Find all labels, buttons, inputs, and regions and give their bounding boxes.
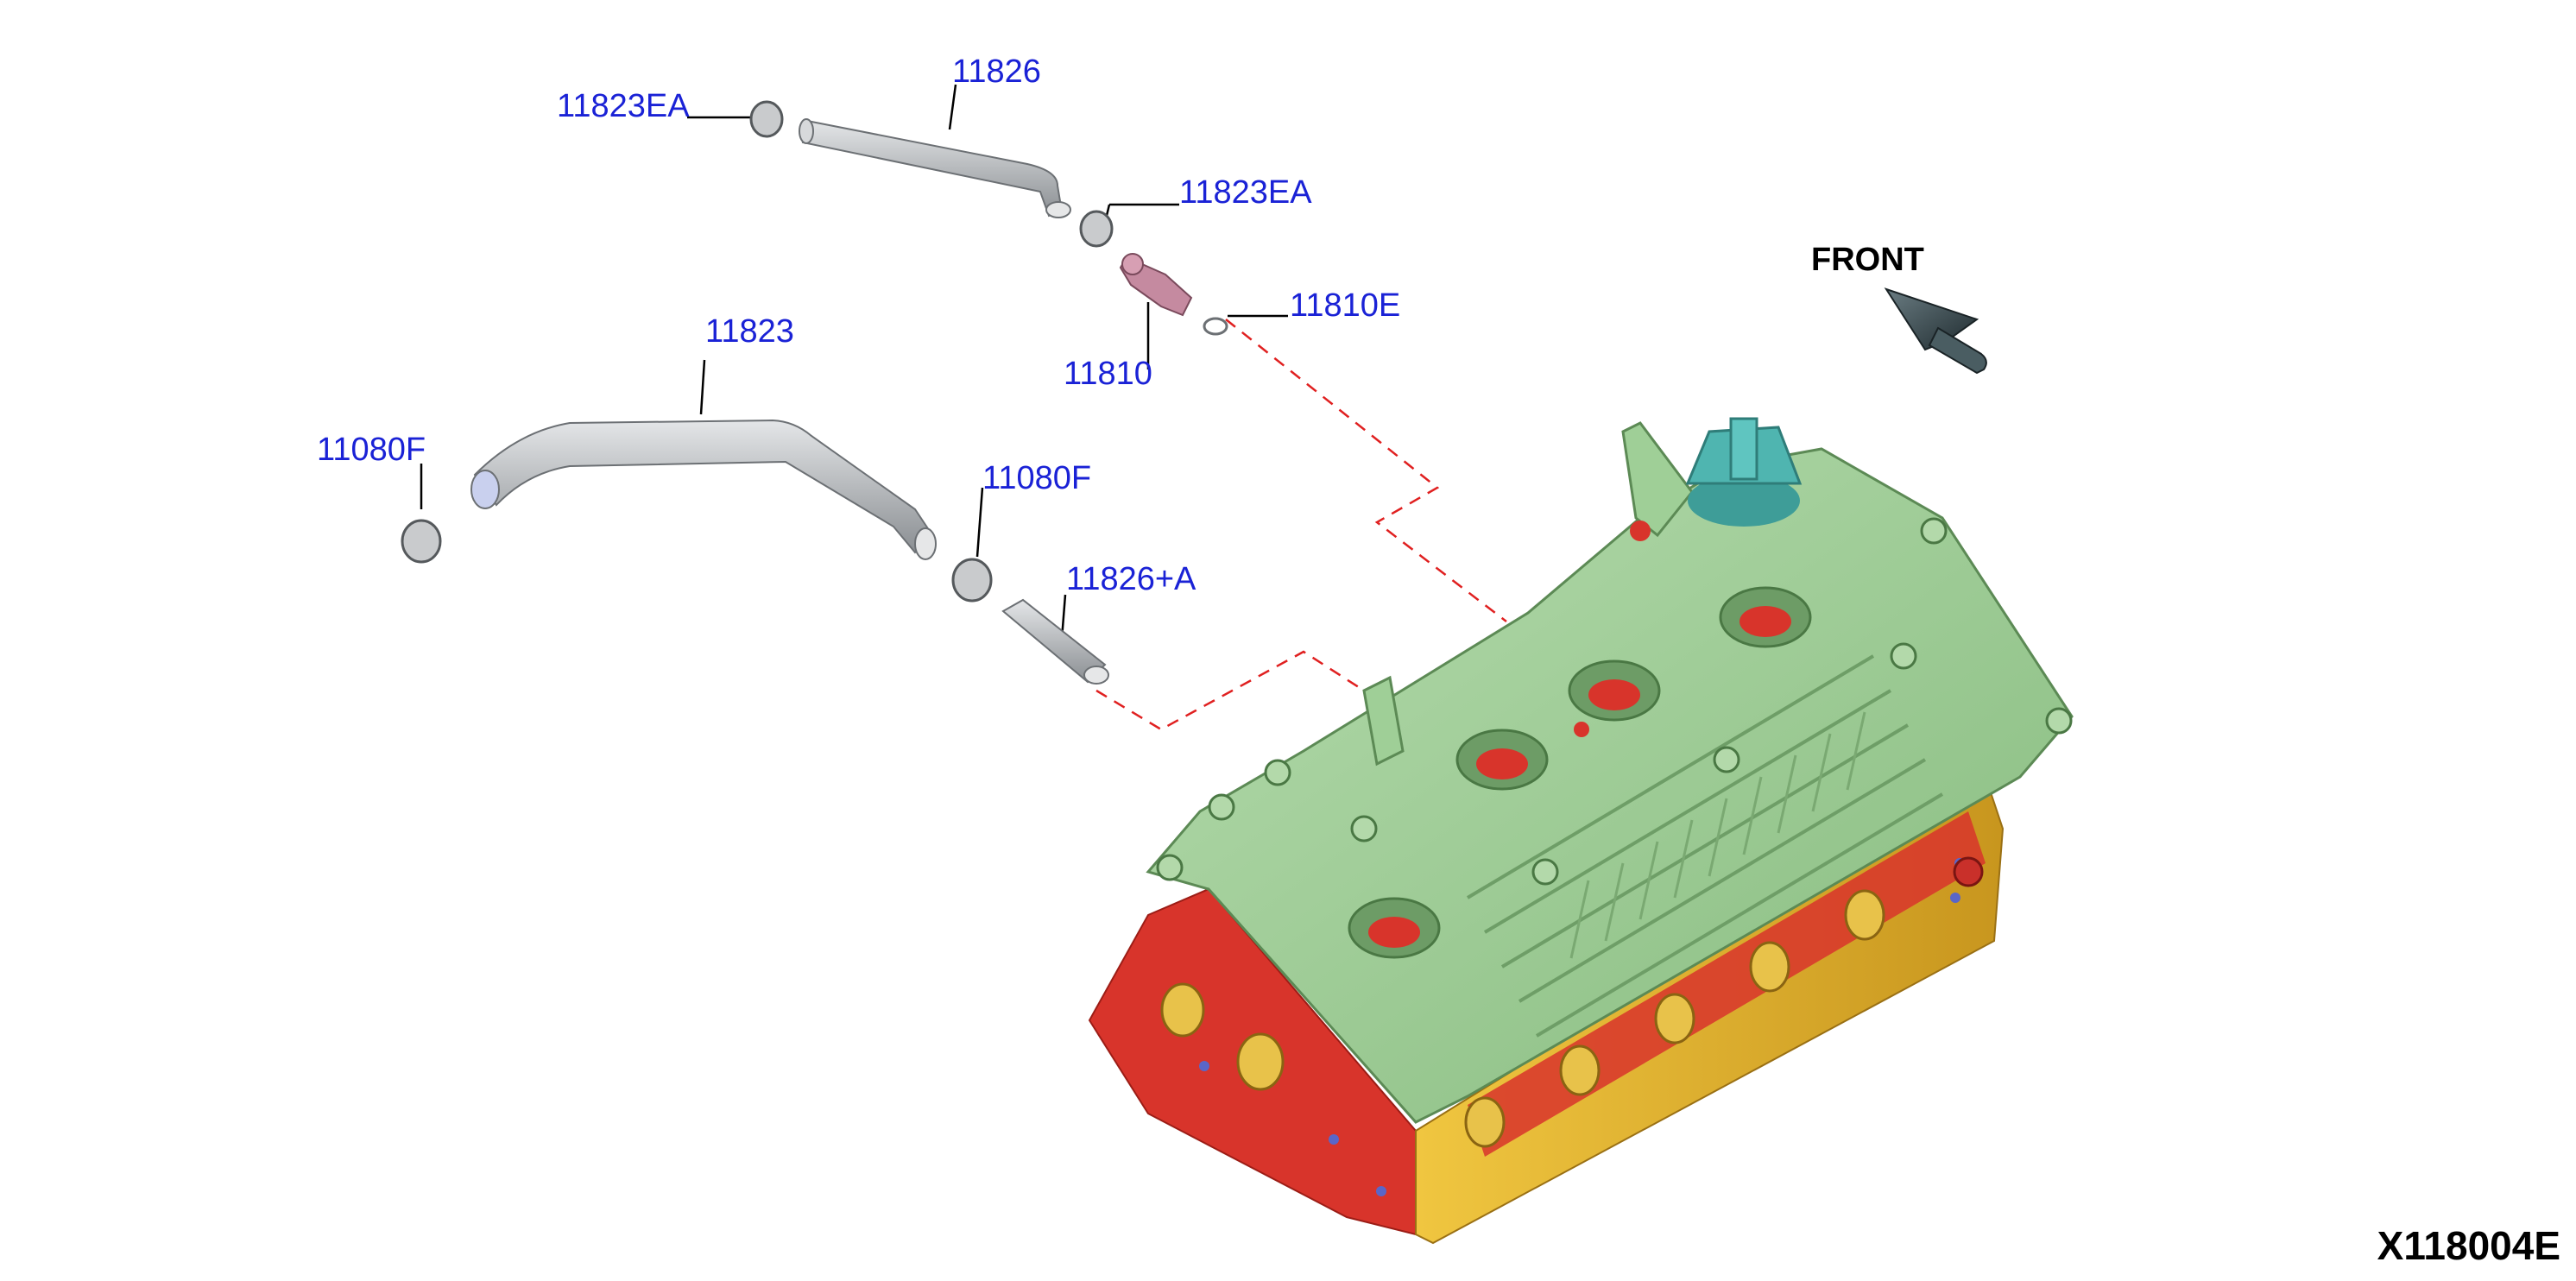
pcv-valve [1119,253,1193,317]
rocker-cover [1146,417,2074,1124]
leader-lines [420,84,1288,640]
hose-clamps [401,100,1114,603]
callout-11080f-left[interactable]: 11080F [317,432,426,468]
callout-11810[interactable]: 11810 [1064,356,1152,392]
callout-11826-a[interactable]: 11826+A [1066,561,1196,597]
figure-id: X118004E [2377,1223,2560,1268]
callout-11823ea-left[interactable]: 11823EA [557,88,690,124]
callout-11823[interactable]: 11823 [705,313,794,350]
breather-port [1362,675,1405,767]
oil-filler-cap [1685,417,1803,527]
front-arrow-icon [1884,287,1987,375]
pipe-11826-a [1001,598,1109,685]
spark-plug-wells [1348,586,1812,959]
front-label: FRONT [1811,242,1924,278]
callout-11810e[interactable]: 11810E [1290,287,1401,324]
callout-11826[interactable]: 11826 [952,54,1041,90]
callout-11080f-right[interactable]: 11080F [982,460,1092,496]
hose-11823 [470,419,937,560]
front-bracket [1621,421,1694,538]
o-ring [1203,317,1228,336]
hose-11826 [799,118,1071,218]
cylinder-head-assembly [1088,775,2005,1245]
assembly-guide-lines [1095,319,1507,731]
callout-11823ea-right[interactable]: 11823EA [1179,174,1312,211]
